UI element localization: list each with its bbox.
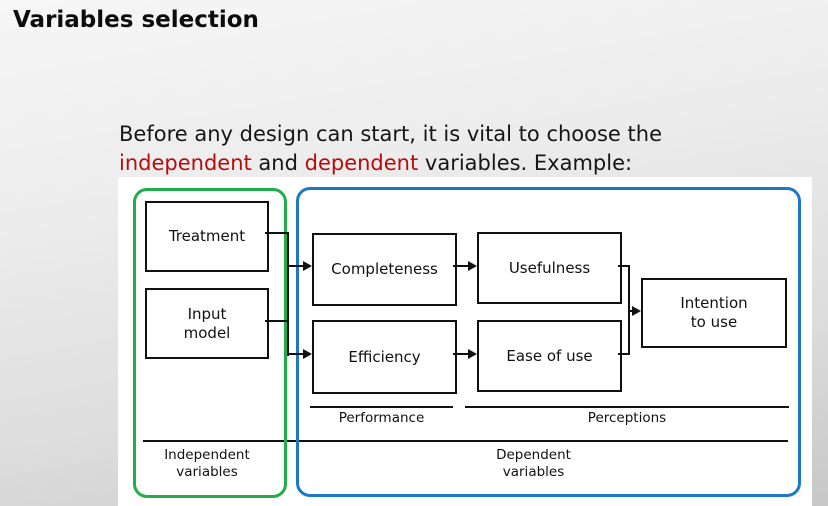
to-completeness-line bbox=[289, 265, 304, 267]
intention-label-line1: Intention bbox=[680, 294, 748, 312]
to-efficiency-arrow-icon bbox=[303, 349, 312, 359]
input-model-out-line bbox=[265, 320, 289, 322]
performance-label: Performance bbox=[338, 410, 425, 426]
perceptions-rule-line bbox=[465, 406, 789, 408]
perceptions-label: Perceptions bbox=[587, 410, 667, 426]
treatment-out-line bbox=[265, 232, 289, 234]
dependent-variables-label-line2: variables bbox=[502, 464, 565, 480]
to-intention-line bbox=[630, 310, 633, 312]
intro-mid-text: and bbox=[251, 151, 305, 175]
efficiency-label: Efficiency bbox=[348, 347, 421, 366]
to-completeness-arrow-icon bbox=[303, 261, 312, 271]
variables-rule-line bbox=[143, 440, 788, 442]
input-model-label: Input model bbox=[184, 305, 231, 343]
independent-keyword: independent bbox=[119, 151, 252, 175]
ease-of-use-out-line bbox=[618, 353, 630, 355]
ease-of-use-label: Ease of use bbox=[506, 346, 593, 365]
performance-rule-line bbox=[310, 406, 453, 408]
efficiency-easeofuse-arrow-icon bbox=[468, 349, 477, 359]
input-model-label-line1: Input bbox=[187, 304, 227, 323]
dependent-variables-label-line1: Dependent bbox=[496, 447, 571, 463]
completeness-box: Completeness bbox=[312, 233, 457, 306]
treatment-box: Treatment bbox=[145, 201, 269, 272]
dependent-variables-frame bbox=[296, 187, 801, 497]
ease-of-use-box: Ease of use bbox=[477, 320, 622, 392]
independent-variables-label: Independent variables bbox=[133, 447, 281, 481]
perceptions-bus-line bbox=[628, 265, 630, 355]
completeness-label: Completeness bbox=[331, 260, 438, 278]
completeness-usefulness-arrow-icon bbox=[468, 261, 477, 271]
dependent-variables-label: Dependent variables bbox=[296, 447, 771, 481]
to-intention-arrow-icon bbox=[632, 306, 641, 316]
efficiency-box: Efficiency bbox=[312, 320, 457, 394]
independent-variables-label-line1: Independent bbox=[164, 447, 250, 463]
intention-to-use-box: Intention to use bbox=[641, 278, 787, 348]
usefulness-box: Usefulness bbox=[477, 232, 622, 304]
independent-bus-line bbox=[287, 232, 289, 356]
efficiency-easeofuse-line bbox=[453, 353, 469, 355]
intro-text: Before any design can start, it is vital… bbox=[119, 120, 662, 178]
dependent-keyword: dependent bbox=[304, 151, 419, 175]
input-model-box: Input model bbox=[145, 288, 269, 359]
intro-line-2: independent and dependent variables. Exa… bbox=[119, 149, 662, 178]
usefulness-label: Usefulness bbox=[508, 258, 591, 277]
usefulness-out-line bbox=[618, 265, 630, 267]
independent-variables-label-line2: variables bbox=[176, 464, 238, 480]
intro-line-1-text: Before any design can start, it is vital… bbox=[119, 122, 662, 146]
treatment-label: Treatment bbox=[168, 227, 246, 245]
intro-line-1: Before any design can start, it is vital… bbox=[119, 120, 662, 149]
intention-to-use-label: Intention to use bbox=[680, 294, 747, 332]
intro-tail-text: variables. Example: bbox=[418, 151, 633, 175]
independent-variables-frame bbox=[133, 188, 287, 498]
to-efficiency-line bbox=[289, 353, 304, 355]
page-title: Variables selection bbox=[13, 7, 259, 33]
intention-label-line2: to use bbox=[690, 313, 738, 331]
input-model-label-line2: model bbox=[183, 323, 231, 342]
completeness-usefulness-line bbox=[453, 265, 469, 267]
